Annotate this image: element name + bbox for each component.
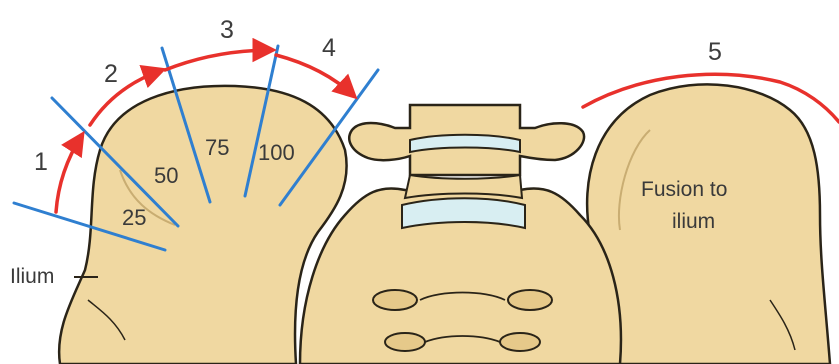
percent-label-50: 50 xyxy=(154,163,178,188)
arrow-stage-4 xyxy=(276,55,354,96)
stage-label-4: 4 xyxy=(322,34,336,62)
percent-label-25: 25 xyxy=(122,205,146,230)
fusion-label-line-2: ilium xyxy=(672,210,715,233)
percent-label-100: 100 xyxy=(258,140,295,165)
fusion-label-line-1: Fusion to xyxy=(641,178,727,201)
stage-label-2: 2 xyxy=(104,60,118,88)
percent-label-75: 75 xyxy=(205,135,229,160)
arrow-stage-3 xyxy=(165,50,272,70)
arrow-stage-1 xyxy=(56,135,82,212)
ilium-label: Ilium xyxy=(10,265,54,288)
stage-label-1: 1 xyxy=(34,148,48,176)
stage-label-3: 3 xyxy=(220,16,234,44)
stage-label-5: 5 xyxy=(708,38,722,66)
